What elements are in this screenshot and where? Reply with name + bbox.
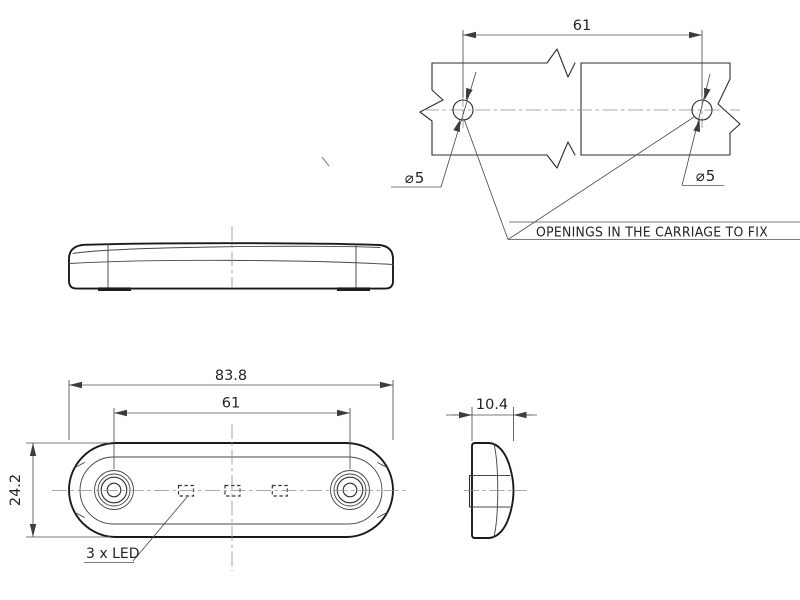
leader-arrowhead	[693, 119, 700, 133]
fixing-hole-right	[691, 99, 713, 121]
diameter-label: ⌀5	[405, 169, 426, 187]
leader-arrowhead	[704, 87, 711, 101]
led-count-label: 3 x LED	[86, 546, 140, 562]
screw-boss-left	[94, 470, 134, 510]
front-corner-tick	[377, 512, 388, 518]
dimension-value: 24.2	[8, 474, 24, 506]
dimension-overall-width: 83.8	[68, 368, 394, 440]
boss-screw-hole	[106, 482, 122, 498]
front-corner-tick	[74, 512, 85, 518]
front-corner-tick	[377, 462, 388, 468]
boss-counterbore	[100, 476, 128, 504]
note-leader-from-right-hole	[507, 116, 695, 240]
plate-left-break-edge	[419, 62, 444, 156]
dimension-value: 10.4	[476, 397, 508, 413]
boss-ring	[97, 473, 131, 507]
diameter-label: ⌀5	[696, 167, 717, 185]
boss-counterbore	[336, 476, 364, 504]
dimension-hole-spacing-front: 61	[113, 396, 351, 469]
dimension-height: 24.2	[8, 442, 111, 538]
boss-outer-ring	[330, 470, 370, 510]
side-lens-top-seam	[72, 245, 381, 254]
led-callout: 3 x LED	[84, 496, 188, 563]
callout-right-hole-diameter: ⌀5	[681, 73, 724, 186]
boss-ring	[333, 473, 367, 507]
stray-mark	[321, 156, 330, 167]
callout-left-hole-diameter: ⌀5	[391, 71, 477, 188]
side-mid-seam	[68, 259, 394, 265]
side-gasket-pad-left	[98, 287, 131, 291]
end-gasket-pad	[468, 474, 473, 508]
note-leader-from-left-hole	[463, 118, 509, 240]
screw-boss-right	[330, 470, 370, 510]
leader-arrowhead	[453, 119, 461, 133]
plate-left-top-edge	[431, 48, 576, 78]
leader-arrowhead	[465, 87, 473, 101]
side-gasket-pad-right	[337, 287, 370, 291]
dimension-value: 61	[222, 396, 240, 412]
side-view	[68, 226, 394, 291]
dimension-hole-spacing-top: 61	[462, 18, 703, 97]
front-view: 83.8 61 24.2 3 x LED	[8, 368, 409, 571]
front-corner-tick	[74, 462, 85, 468]
mounting-hole-view: 61 ⌀5 ⌀5 OPENINGS IN THE CARRIAGE TO FIX	[391, 18, 800, 241]
side-outline	[68, 242, 394, 290]
dimension-depth: 10.4	[446, 397, 537, 441]
fixing-hole-left	[452, 99, 474, 121]
boss-screw-hole	[342, 482, 358, 498]
front-outer-body	[68, 442, 394, 538]
dimension-value: 61	[573, 18, 591, 34]
plate-right-break-edge	[717, 62, 741, 156]
mounting-note: OPENINGS IN THE CARRIAGE TO FIX	[463, 116, 800, 241]
dimension-value: 83.8	[215, 368, 247, 384]
end-view: 10.4	[446, 397, 537, 539]
plate-left-bottom-edge	[431, 141, 576, 169]
leader-line	[132, 496, 188, 562]
boss-outer-ring	[94, 470, 134, 510]
note-text: OPENINGS IN THE CARRIAGE TO FIX	[536, 226, 768, 241]
